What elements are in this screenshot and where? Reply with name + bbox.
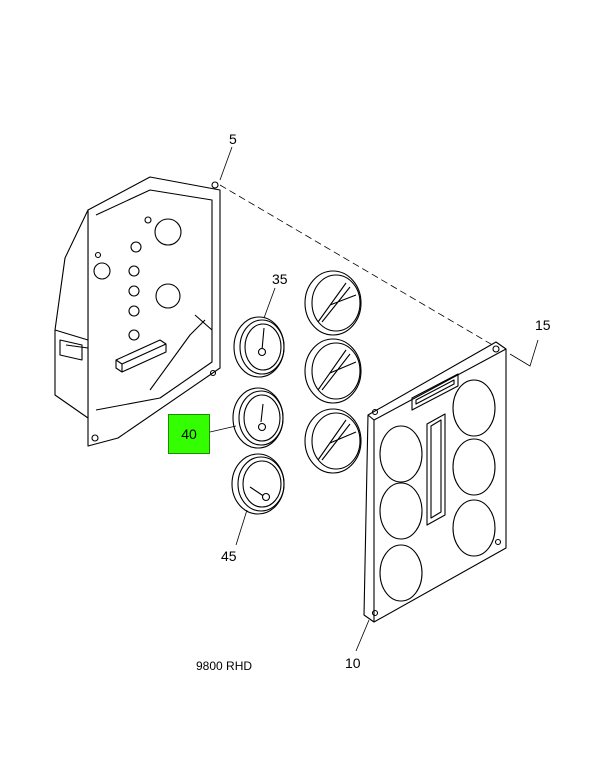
leader-lines <box>209 146 539 652</box>
gauge-plug-bottom <box>304 408 362 474</box>
gauge-40 <box>232 387 284 449</box>
callout-45: 45 <box>221 548 237 564</box>
diagram-caption: 9800 RHD <box>196 659 253 673</box>
callout-10: 10 <box>345 655 361 671</box>
alignment-line <box>219 184 497 348</box>
callout-15: 15 <box>535 317 551 333</box>
callout-35: 35 <box>272 271 288 287</box>
instrument-housing <box>54 176 221 447</box>
gauge-plug-top <box>304 270 362 336</box>
callout-40-highlighted[interactable]: 40 <box>168 414 210 454</box>
bezel-panel <box>363 341 507 623</box>
gauge-45 <box>231 453 285 515</box>
gauge-plug-middle <box>304 338 362 404</box>
gauge-35 <box>233 316 285 378</box>
callout-5: 5 <box>229 131 237 147</box>
